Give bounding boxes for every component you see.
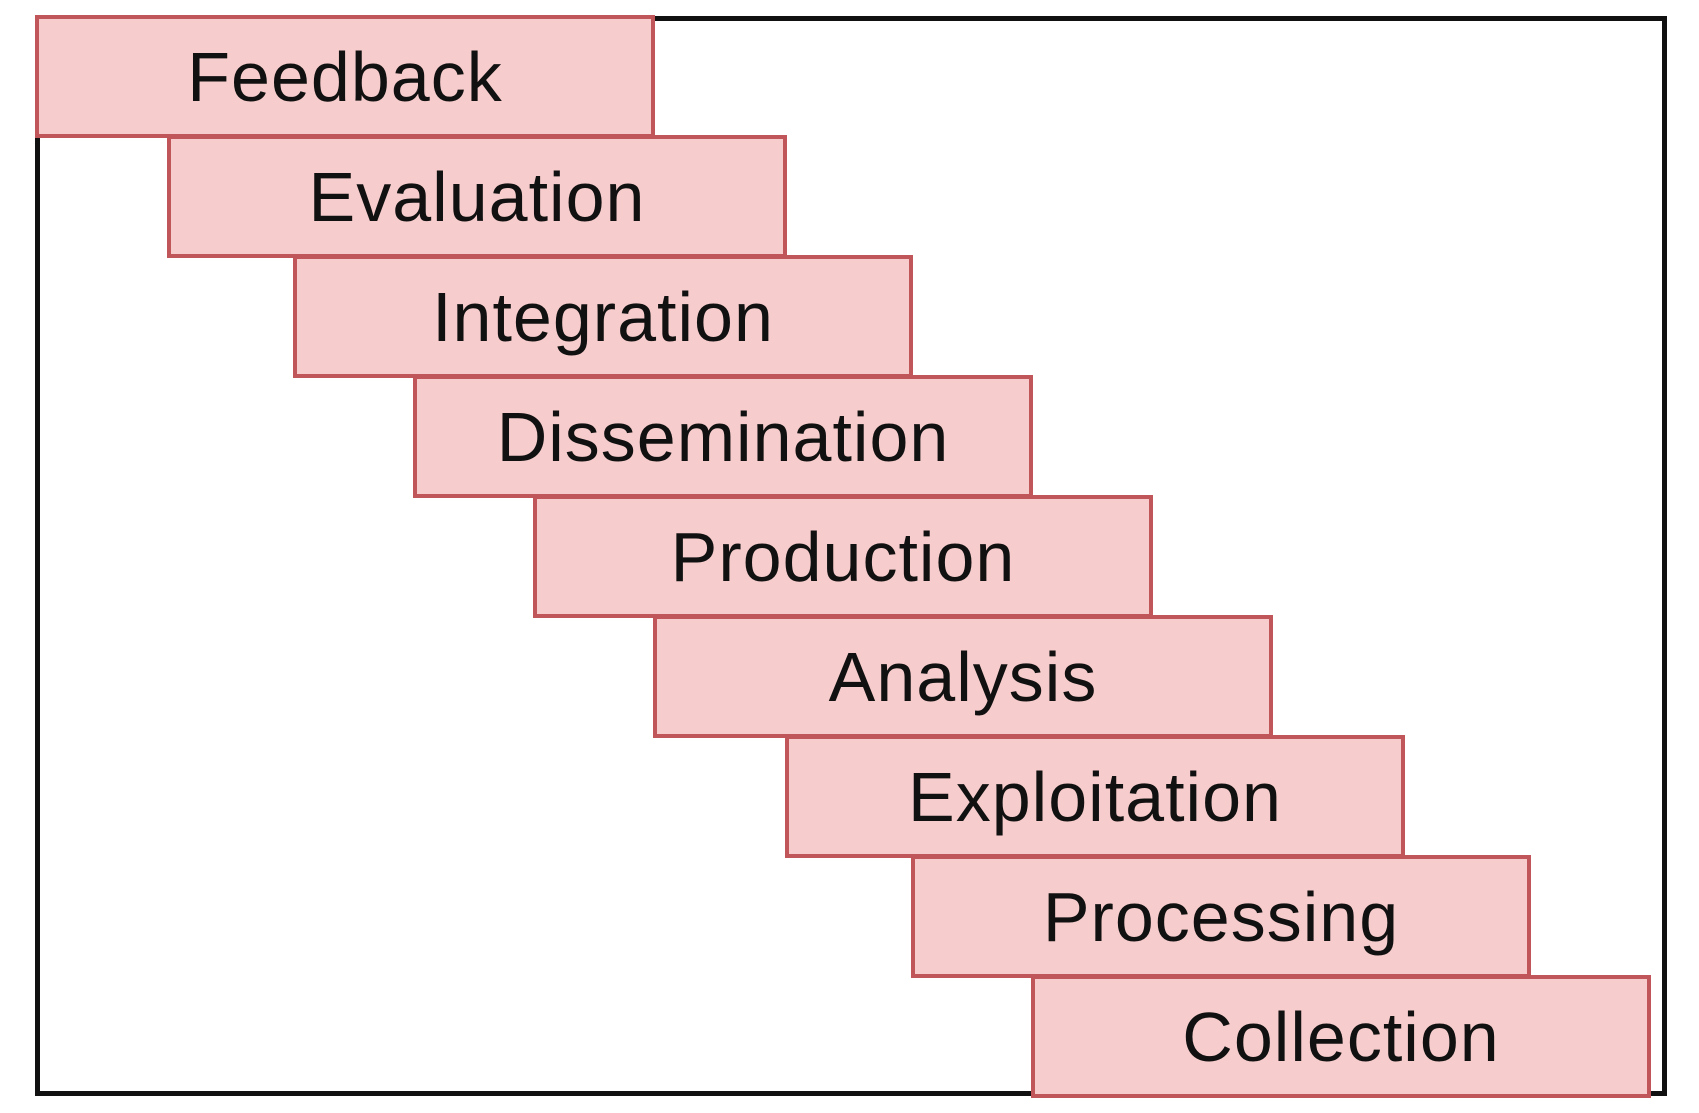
- step-label: Dissemination: [496, 397, 950, 476]
- step-label: Analysis: [828, 637, 1098, 716]
- step-dissemination: Dissemination: [413, 375, 1033, 498]
- step-label: Exploitation: [908, 757, 1282, 836]
- step-label: Feedback: [187, 37, 503, 116]
- step-label: Integration: [432, 277, 774, 356]
- step-feedback: Feedback: [35, 15, 655, 138]
- step-evaluation: Evaluation: [167, 135, 787, 258]
- step-collection: Collection: [1031, 975, 1651, 1098]
- step-exploitation: Exploitation: [785, 735, 1405, 858]
- step-processing: Processing: [911, 855, 1531, 978]
- step-analysis: Analysis: [653, 615, 1273, 738]
- step-integration: Integration: [293, 255, 913, 378]
- step-label: Production: [670, 517, 1016, 596]
- step-label: Collection: [1182, 997, 1500, 1076]
- step-label: Evaluation: [308, 157, 646, 236]
- step-label: Processing: [1042, 877, 1400, 956]
- step-production: Production: [533, 495, 1153, 618]
- diagram-frame: [35, 16, 1667, 1096]
